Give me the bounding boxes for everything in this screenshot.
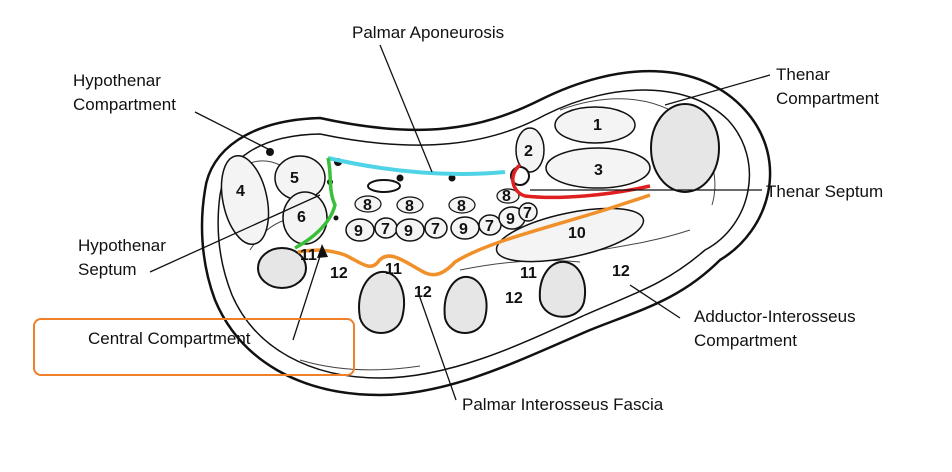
- number-10: 10: [568, 225, 586, 242]
- number-12d: 12: [612, 263, 630, 280]
- muscle-1: [554, 106, 636, 144]
- number-12a: 12: [330, 265, 348, 282]
- label-hypothenar-septum-line2: Septum: [78, 260, 137, 279]
- number-7d: 7: [523, 205, 532, 222]
- hypothenar-septum-line: [294, 157, 337, 250]
- central-compartment-outline: [297, 193, 651, 277]
- pointer-palmar-interosseus-fascia: [417, 291, 457, 401]
- label-hypothenar-compartment-line2: Compartment: [73, 95, 176, 114]
- number-11b: 11: [385, 261, 402, 278]
- number-8d: 8: [502, 188, 511, 205]
- pointer-central-compartment: [292, 249, 323, 341]
- number-11c: 11: [520, 265, 537, 282]
- number-3: 3: [594, 162, 603, 179]
- central-compartment-highlight-box: [33, 318, 355, 376]
- number-9d: 9: [506, 211, 515, 228]
- metacarpal-bone-3: [443, 275, 488, 334]
- thenar-septum-line: [511, 163, 651, 200]
- palmar-aponeurosis-line: [327, 156, 506, 177]
- vessel-ring: [367, 179, 401, 193]
- arrowhead-central: [317, 244, 328, 258]
- label-thenar-compartment-line2: Compartment: [776, 89, 879, 108]
- number-12c: 12: [505, 290, 523, 307]
- number-8c: 8: [457, 198, 466, 215]
- number-11a: 11: [300, 247, 317, 264]
- metacarpal-bone-4: [358, 270, 405, 334]
- number-2: 2: [524, 143, 533, 160]
- first-metacarpal-bone: [650, 103, 720, 193]
- label-adductor-interosseus-line2: Compartment: [694, 331, 797, 350]
- label-central-compartment: Central Compartment: [88, 329, 251, 348]
- number-9a: 9: [354, 223, 363, 240]
- label-palmar-interosseus-fascia: Palmar Interosseus Fascia: [462, 395, 664, 414]
- muscle-2: [515, 127, 545, 173]
- muscle-3: [545, 147, 651, 189]
- label-hypothenar-compartment-line1: Hypothenar: [73, 71, 161, 90]
- label-hypothenar-septum-line1: Hypothenar: [78, 236, 166, 255]
- flexor-tendons: [345, 202, 538, 242]
- number-4: 4: [236, 183, 245, 200]
- number-1: 1: [593, 117, 602, 134]
- lumbricals: [354, 188, 520, 214]
- label-thenar-septum: Thenar Septum: [766, 182, 883, 201]
- number-9c: 9: [459, 221, 468, 238]
- number-9b: 9: [404, 223, 413, 240]
- metacarpal-bone-2: [538, 260, 586, 318]
- number-8a: 8: [363, 197, 372, 214]
- muscle-10: [495, 207, 645, 263]
- pointer-adductor-interosseus: [629, 284, 681, 319]
- label-adductor-interosseus-line1: Adductor-Interosseus: [694, 307, 856, 326]
- inner-skin-outline: [217, 89, 751, 379]
- label-palmar-aponeurosis: Palmar Aponeurosis: [352, 23, 504, 42]
- pointer-palmar-aponeurosis: [379, 44, 433, 173]
- number-5: 5: [290, 170, 299, 187]
- muscle-4: [220, 154, 270, 246]
- number-7a: 7: [381, 221, 390, 238]
- number-8b: 8: [405, 198, 414, 215]
- number-12b: 12: [414, 284, 432, 301]
- number-7c: 7: [485, 218, 494, 235]
- number-7b: 7: [431, 221, 440, 238]
- pointer-thenar-compartment: [664, 74, 771, 106]
- label-thenar-compartment-line1: Thenar: [776, 65, 830, 84]
- pointer-hypothenar-septum: [149, 194, 321, 273]
- number-6: 6: [297, 209, 306, 226]
- pointer-hypothenar-compartment: [194, 111, 271, 151]
- metacarpal-bone-5: [257, 247, 307, 289]
